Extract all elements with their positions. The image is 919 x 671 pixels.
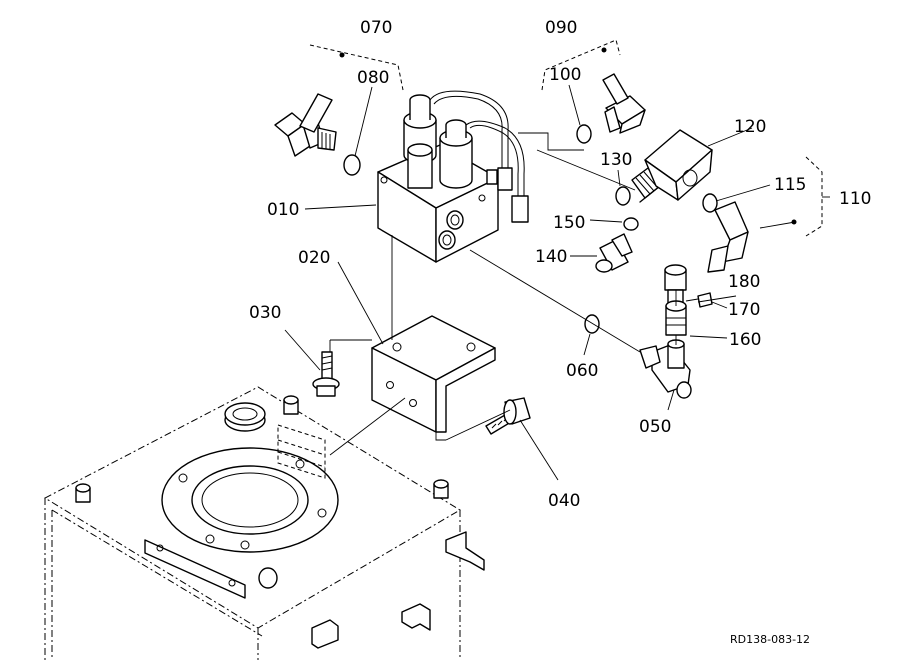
label-080: 080 (357, 68, 389, 88)
tank-stud (283, 395, 299, 415)
label-120: 120 (734, 117, 766, 137)
cap-170 (697, 292, 713, 308)
leader-lines (284, 84, 830, 481)
o-ring (623, 217, 639, 231)
reference-code: RD138-083-12 (730, 633, 810, 646)
valve-housing-120 (644, 129, 713, 201)
straight-fitting (601, 47, 646, 134)
label-100: 100 (549, 65, 581, 85)
label-180: 180 (728, 272, 760, 292)
label-140: 140 (535, 247, 567, 267)
label-030: 030 (249, 303, 281, 323)
label-020: 020 (298, 248, 330, 268)
label-060: 060 (566, 361, 598, 381)
o-ring (702, 193, 718, 213)
o-ring (584, 314, 600, 334)
group-bracket-110 (805, 156, 823, 237)
o-ring (343, 154, 361, 176)
hydraulic-tank (43, 386, 485, 660)
part-labels: 070 080 090 100 120 130 115 110 010 150 … (249, 18, 871, 646)
label-040: 040 (548, 491, 580, 511)
bolt-030 (312, 351, 340, 397)
tank-stud (433, 479, 449, 499)
label-090: 090 (545, 18, 577, 38)
solenoid-valve-block (377, 90, 529, 263)
group-bracket-070 (309, 44, 404, 91)
bolt-040 (485, 397, 531, 435)
label-170: 170 (728, 300, 760, 320)
label-130: 130 (600, 150, 632, 170)
o-ring (576, 124, 592, 144)
label-115: 115 (774, 175, 806, 195)
label-160: 160 (729, 330, 761, 350)
mounting-bracket (371, 315, 496, 433)
elbow-fitting (274, 52, 345, 157)
label-010: 010 (267, 200, 299, 220)
group-bracket-090 (541, 39, 621, 91)
label-110: 110 (839, 189, 871, 209)
o-ring (615, 186, 631, 206)
label-070: 070 (360, 18, 392, 38)
label-150: 150 (553, 213, 585, 233)
tank-stud (75, 483, 91, 503)
elbow-fitting-110 (707, 201, 797, 273)
elbow-fitting-050 (639, 339, 692, 399)
fitting-180 (664, 264, 687, 305)
assembly-lines (329, 132, 699, 456)
plug-fitting-140 (595, 233, 633, 273)
fitting-160 (665, 300, 687, 336)
label-050: 050 (639, 417, 671, 437)
